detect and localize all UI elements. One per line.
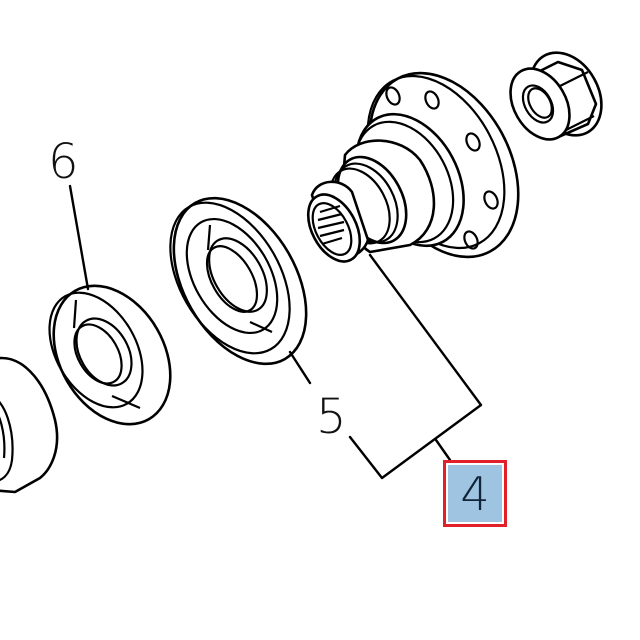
- callout-4-fill: 4: [448, 465, 502, 522]
- bearing: [48, 284, 172, 426]
- hex-nut: [509, 51, 603, 141]
- bracket-leader-4: [348, 253, 483, 480]
- callout-6[interactable]: 6: [48, 134, 79, 190]
- callout-4-highlight[interactable]: 4: [443, 460, 507, 527]
- bearing-partial: [0, 356, 59, 494]
- leader-line-6: [68, 184, 90, 291]
- drive-flange: [306, 71, 520, 263]
- callout-4-label: 4: [460, 466, 490, 521]
- leader-line-5: [288, 350, 312, 385]
- seal-washer: [169, 196, 308, 366]
- leader-line-4: [434, 438, 452, 462]
- callout-5[interactable]: 5: [316, 389, 347, 445]
